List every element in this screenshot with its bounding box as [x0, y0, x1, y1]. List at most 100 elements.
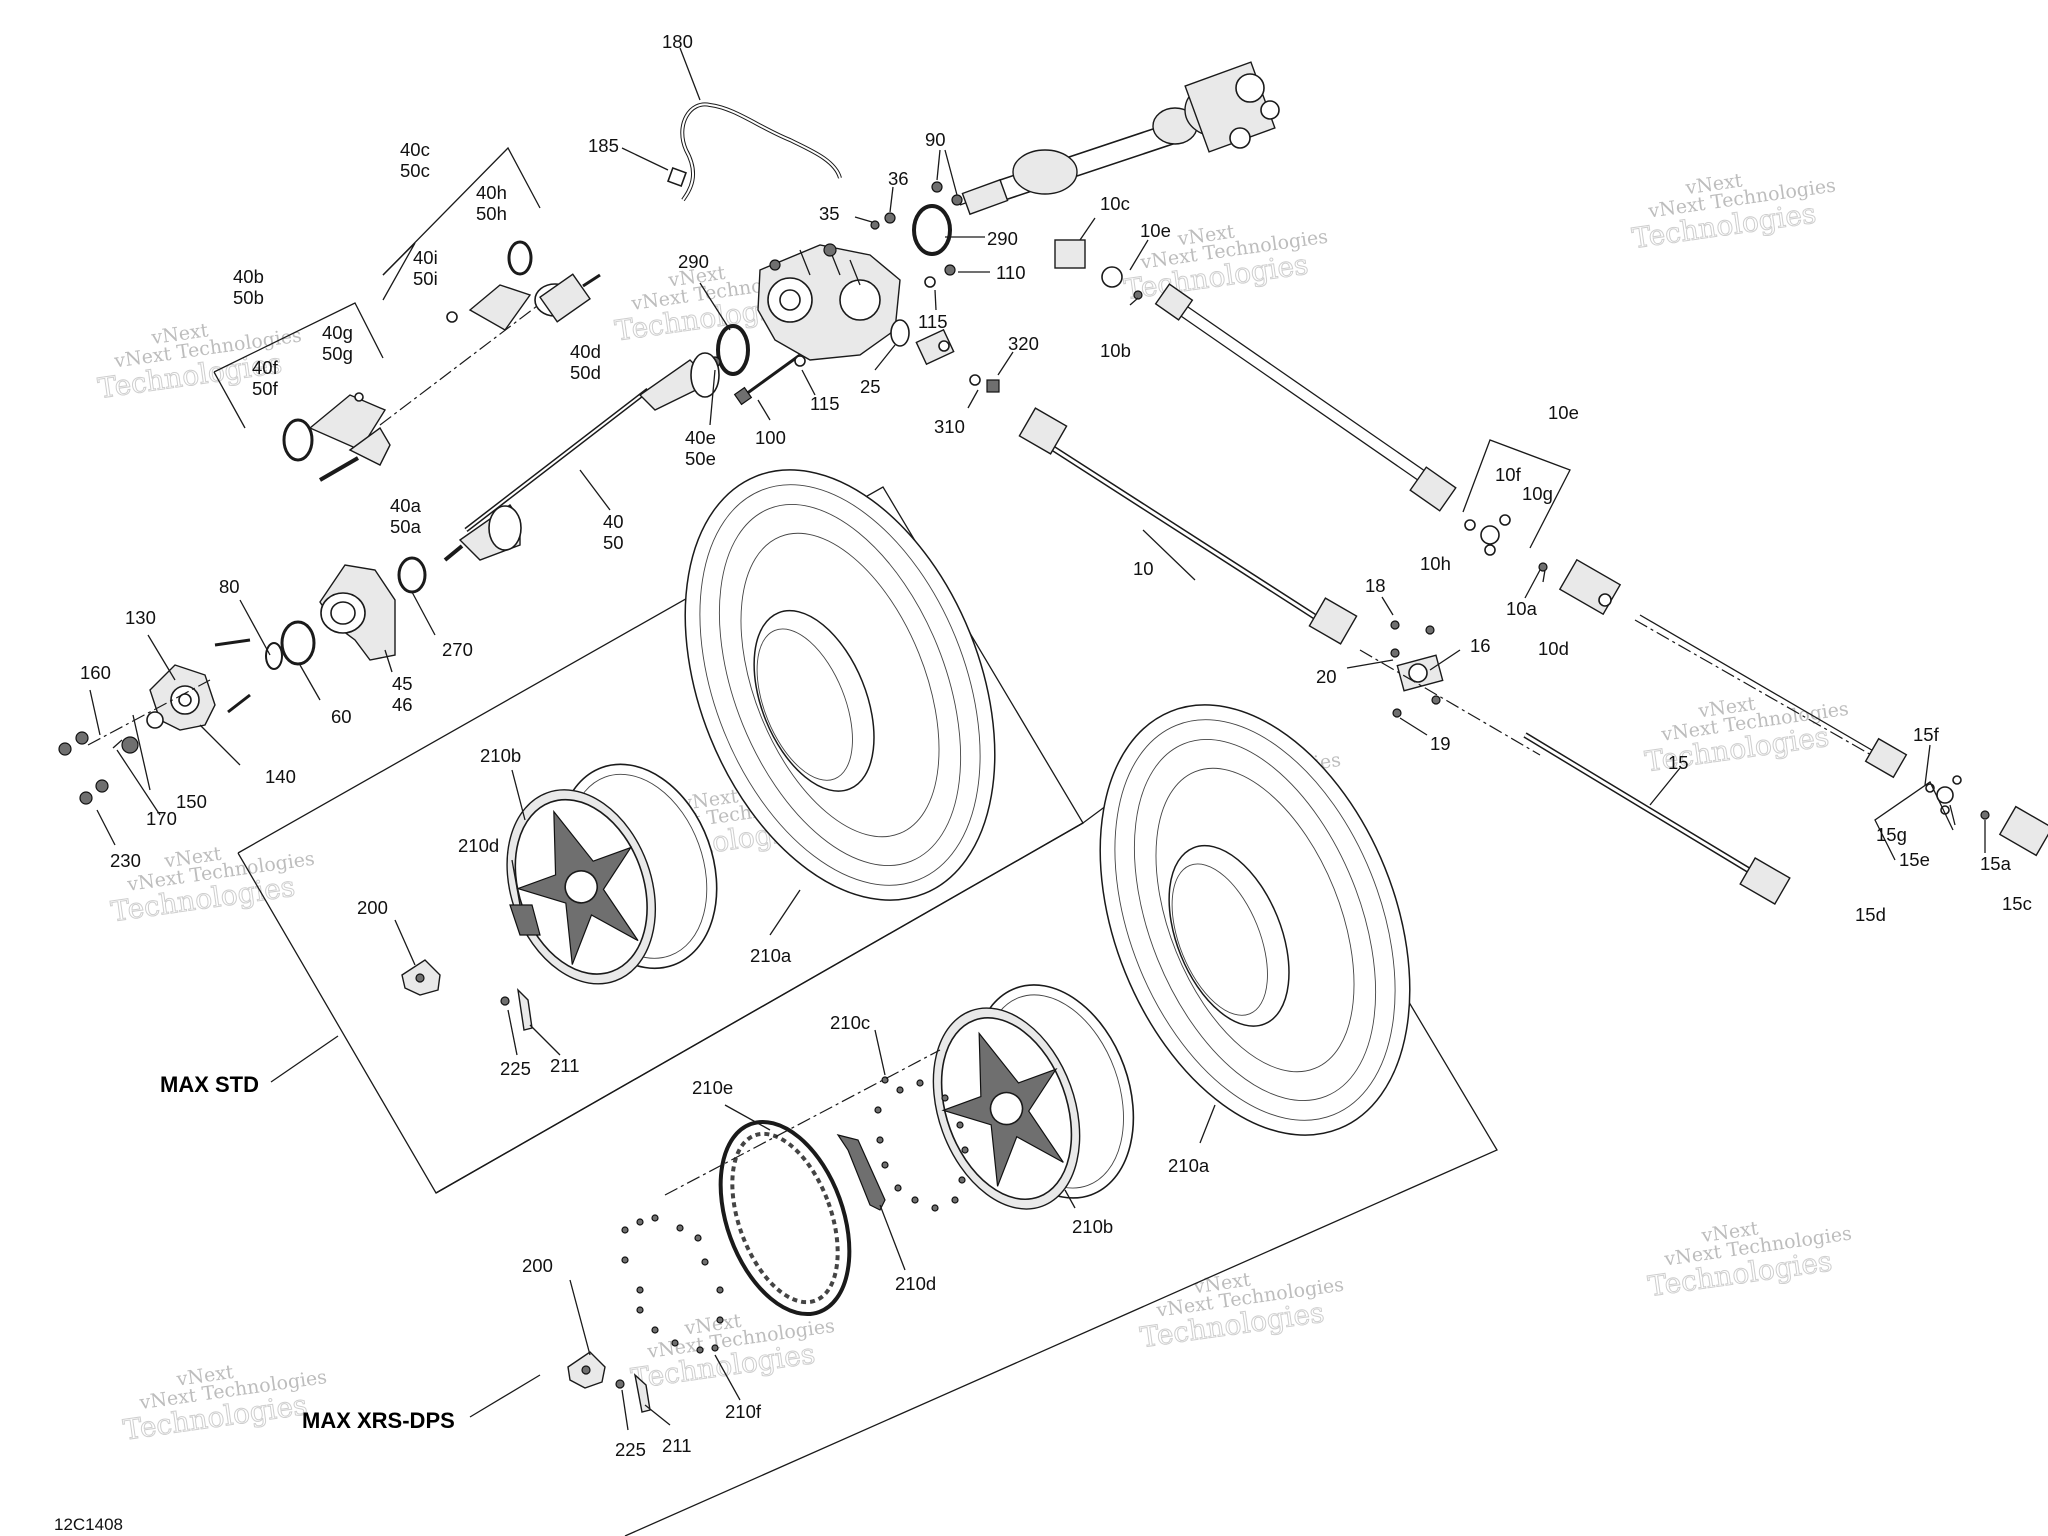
- washer-115b: [924, 276, 936, 288]
- section-label-max-std: MAX STD: [160, 1072, 259, 1097]
- weights-210d: [509, 904, 541, 936]
- callout-20: 20: [1316, 666, 1337, 687]
- callout-10h: 10h: [1420, 553, 1451, 574]
- bracket-10e: [1462, 439, 1571, 549]
- weights-210d-xrs: [836, 1134, 886, 1211]
- circlip-80: [265, 642, 283, 670]
- nut-230: [79, 791, 93, 805]
- valve-211: [516, 988, 533, 1031]
- callout-185: 185: [588, 135, 619, 156]
- pin-170: [112, 739, 123, 749]
- drive-shaft-15: [1523, 614, 1908, 905]
- breather-hose-inner: [681, 103, 841, 201]
- callout-18: 18: [1365, 575, 1386, 596]
- screws-90: [931, 181, 963, 206]
- callout-15a: 15a: [1980, 853, 2012, 874]
- callout-50f: 50f: [252, 378, 279, 399]
- washer-150: [146, 711, 164, 729]
- callout-210e: 210e: [692, 1077, 733, 1098]
- ring-270: [397, 556, 427, 594]
- callout-10d: 10d: [1538, 638, 1569, 659]
- seal-290: [912, 204, 952, 256]
- callout-10: 10: [1133, 558, 1154, 579]
- callout-211-std: 211: [550, 1055, 580, 1076]
- center-cap-200: [401, 959, 441, 996]
- callout-210d-std: 210d: [458, 835, 499, 856]
- callout-40f: 40f: [252, 357, 279, 378]
- watermarks: vNext vNext Technologies Technologies vN…: [95, 169, 1853, 1447]
- callout-225-xrs: 225: [615, 1439, 646, 1460]
- shaft-assembly-upper: [282, 240, 601, 482]
- knuckle: [319, 564, 396, 661]
- callout-230: 230: [110, 850, 141, 871]
- callout-210a-std: 210a: [750, 945, 792, 966]
- callout-50: 50: [603, 532, 624, 553]
- callout-10e: 10e: [1548, 402, 1579, 423]
- callout-210b-std: 210b: [480, 745, 521, 766]
- tire-xrs: [1099, 704, 1411, 1136]
- figure-code: 12C1408: [54, 1515, 123, 1534]
- rim-std: [506, 763, 718, 985]
- callout-40e: 40e: [685, 427, 716, 448]
- callout-40h: 40h: [476, 182, 507, 203]
- callout-labels: 180 185 90 36 35 290 290 110 115 115 25 …: [80, 31, 2032, 1460]
- callout-210a-xrs: 210a: [1168, 1155, 1210, 1176]
- callout-50h: 50h: [476, 203, 507, 224]
- callout-15: 15: [1668, 752, 1689, 773]
- callout-115-right: 115: [918, 311, 948, 332]
- callout-200-xrs: 200: [522, 1255, 553, 1276]
- max-xrs-frame-top: [435, 822, 1084, 1194]
- callout-10b: 10b: [1100, 340, 1131, 361]
- nut-170: [121, 736, 139, 754]
- bearing-60: [280, 620, 316, 666]
- callout-140: 140: [265, 766, 296, 787]
- hose-clip: [667, 167, 687, 187]
- callout-130: 130: [125, 607, 156, 628]
- callout-40a: 40a: [390, 495, 422, 516]
- nut-230b: [95, 779, 109, 793]
- washer-115: [794, 355, 806, 367]
- bolt-100: [741, 353, 801, 399]
- washer-310: [969, 374, 981, 386]
- callout-90: 90: [925, 129, 946, 150]
- rear-drive-parts: [58, 61, 2048, 905]
- callout-10a: 10a: [1506, 598, 1538, 619]
- hub-130: [87, 638, 251, 746]
- callout-80: 80: [219, 576, 240, 597]
- callout-270: 270: [442, 639, 473, 660]
- nut-110: [944, 264, 956, 276]
- callout-170: 170: [146, 808, 177, 829]
- callout-10c: 10c: [1100, 193, 1130, 214]
- callout-15d: 15d: [1855, 904, 1886, 925]
- callout-46: 46: [392, 694, 413, 715]
- nut-320: [986, 379, 1000, 393]
- callout-160: 160: [80, 662, 111, 683]
- callout-210b-xrs: 210b: [1072, 1216, 1113, 1237]
- center-cap-200-xrs: [567, 1351, 606, 1389]
- bearing-support-16: [1359, 620, 1541, 756]
- bushing-25: [890, 319, 910, 347]
- callout-15e: 15e: [1899, 849, 1930, 870]
- callout-40i: 40i: [413, 247, 438, 268]
- callout-290-right: 290: [987, 228, 1018, 249]
- callout-15c: 15c: [2002, 893, 2032, 914]
- nut-160: [58, 742, 72, 756]
- plug-35: [870, 220, 880, 230]
- breather-hose: [680, 102, 842, 202]
- callout-60: 60: [331, 706, 352, 727]
- cap-225: [500, 996, 510, 1006]
- callout-19: 19: [1430, 733, 1451, 754]
- callout-210d-xrs: 210d: [895, 1273, 936, 1294]
- callout-225-std: 225: [500, 1058, 531, 1079]
- plug-36: [884, 212, 896, 224]
- section-label-max-xrs-dps: MAX XRS-DPS: [302, 1408, 455, 1433]
- callout-150: 150: [176, 791, 207, 812]
- callout-310: 310: [934, 416, 965, 437]
- rim-xrs: [932, 984, 1135, 1210]
- callout-200-std: 200: [357, 897, 388, 918]
- callout-115-left: 115: [810, 393, 840, 414]
- yoke-10d: [1538, 558, 1622, 616]
- callout-180: 180: [662, 31, 693, 52]
- valve-211-xrs: [633, 1373, 651, 1413]
- bolt-array-210f: [621, 1214, 724, 1354]
